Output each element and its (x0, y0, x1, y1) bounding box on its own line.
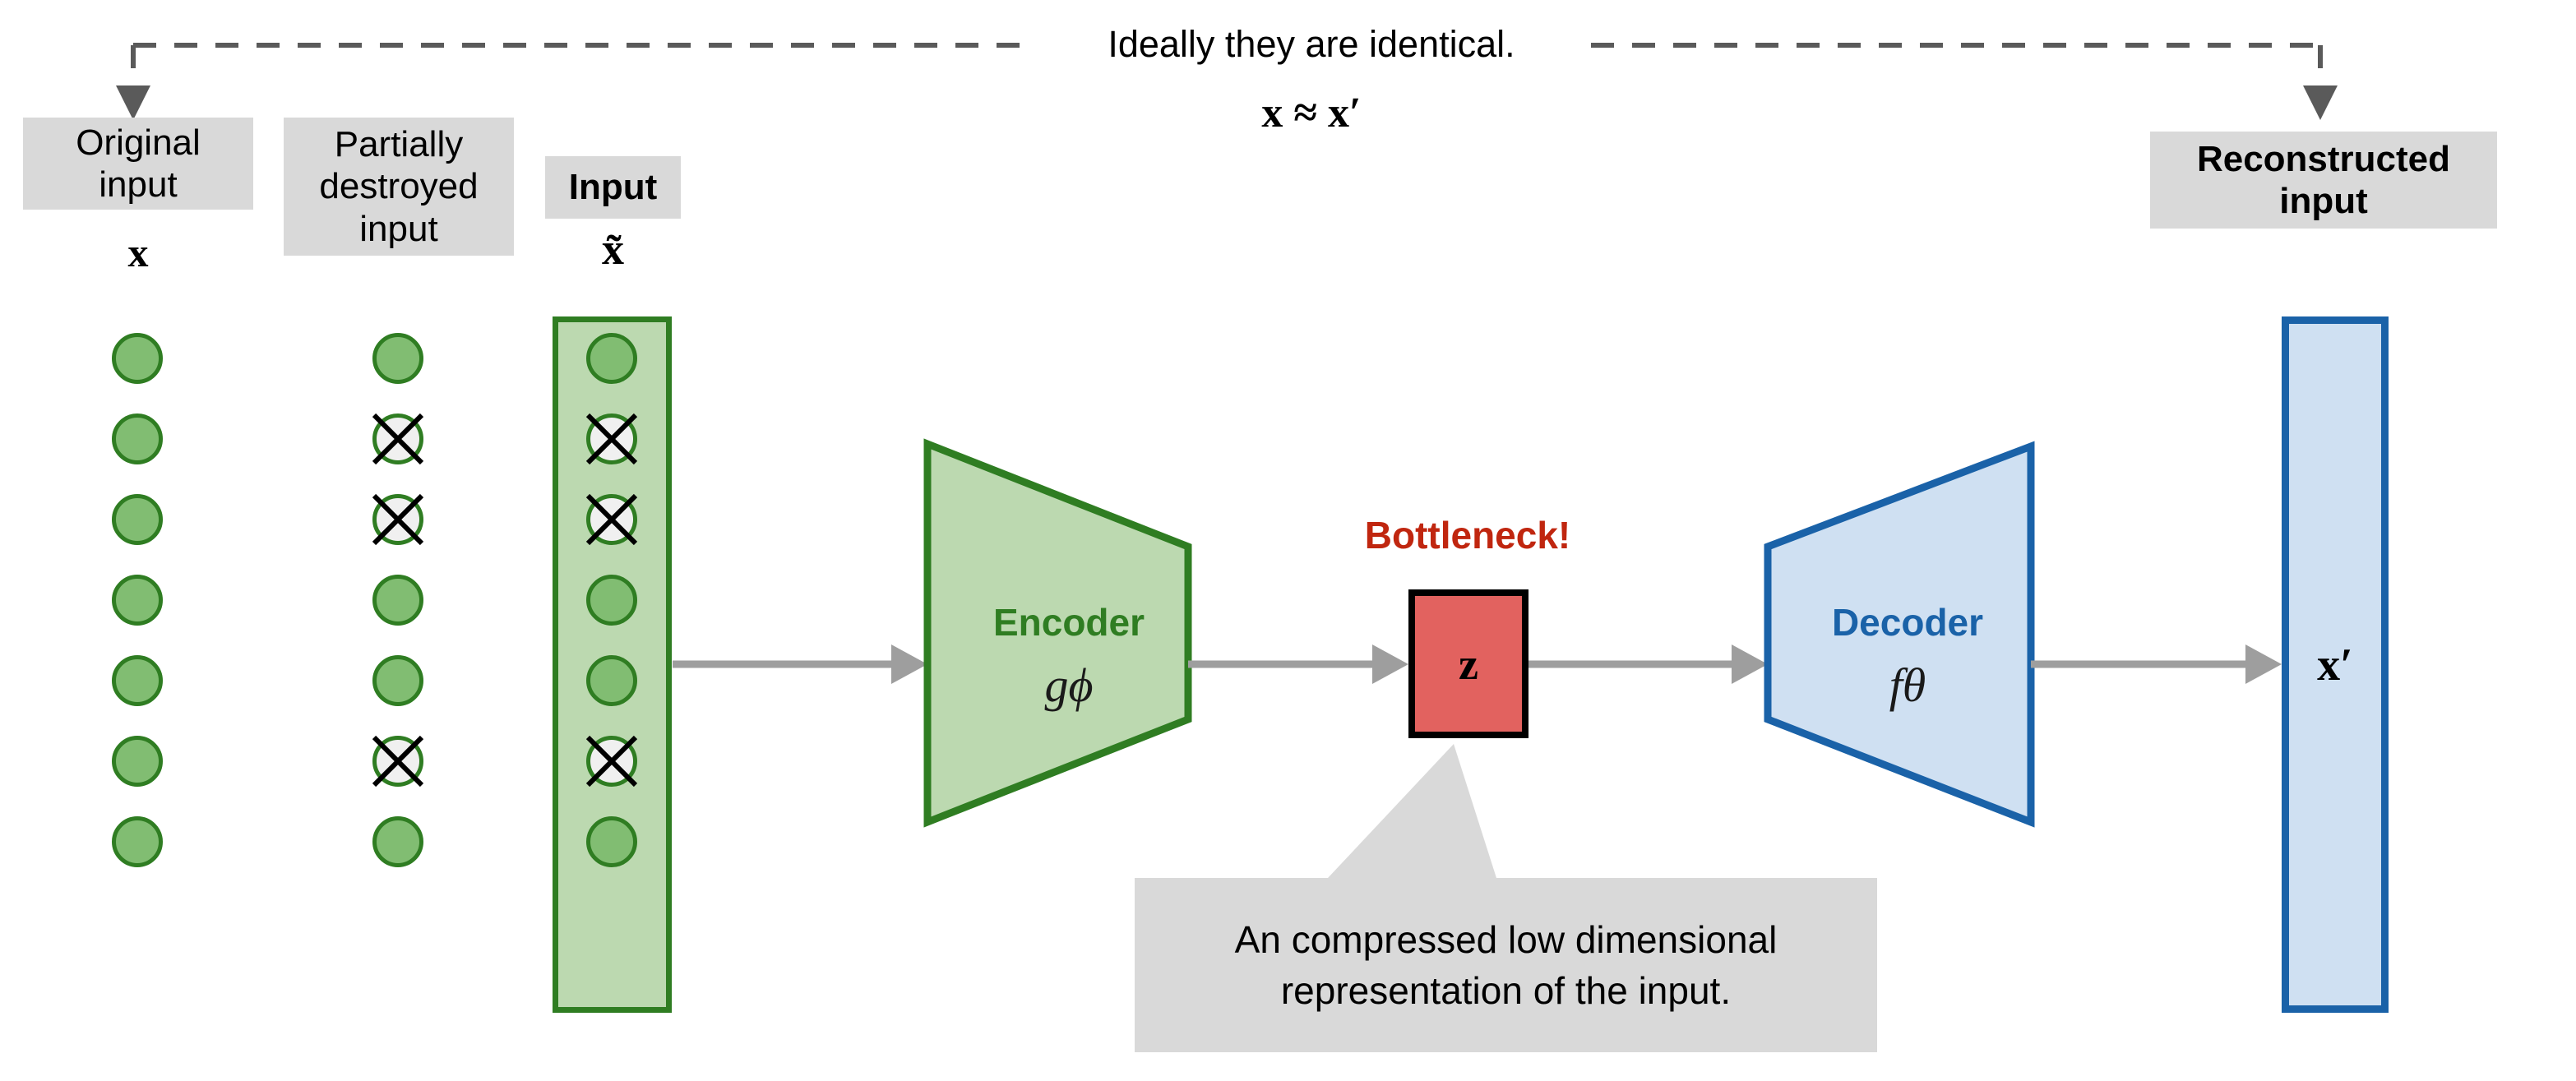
symbol-x-prime: x′ (2317, 639, 2353, 691)
callout-pointer (1328, 744, 1496, 878)
bottleneck-symbol: z (1459, 639, 1478, 689)
caption-partially-destroyed-label: Partially destroyed input (319, 124, 479, 249)
decoder-shape (1764, 441, 2035, 828)
encoder-title: Encoder (992, 601, 1145, 644)
bottleneck-callout: An compressed low dimensional representa… (1135, 878, 1877, 1052)
bottleneck-label: Bottleneck! (1364, 514, 1571, 557)
node-intact (112, 575, 163, 626)
node-intact (112, 413, 163, 464)
identity-note: Ideally they are identical. (1108, 23, 1515, 65)
node-intact (586, 816, 637, 867)
reconstructed-output-box: x′ (2282, 316, 2389, 1013)
node-destroyed (586, 736, 637, 787)
node-destroyed (372, 736, 423, 787)
symbol-x: x (127, 229, 149, 275)
node-intact (112, 333, 163, 384)
original-input-nodes (112, 333, 163, 867)
decoder-function: fθ (1889, 658, 1926, 712)
node-intact (586, 655, 637, 706)
caption-original-input-label: Original input (76, 122, 201, 205)
caption-partially-destroyed-input: Partially destroyed input (284, 118, 514, 256)
node-destroyed (372, 494, 423, 545)
node-intact (586, 333, 637, 384)
node-intact (372, 816, 423, 867)
node-intact (112, 494, 163, 545)
bottleneck-box: z (1408, 589, 1528, 738)
node-intact (372, 333, 423, 384)
callout-line-1: An compressed low dimensional (1234, 917, 1778, 961)
decoder-title: Decoder (1831, 601, 1984, 644)
input-nodes (586, 333, 637, 867)
node-destroyed (372, 413, 423, 464)
partially-destroyed-nodes (372, 333, 423, 867)
node-destroyed (586, 494, 637, 545)
node-intact (372, 655, 423, 706)
node-intact (112, 655, 163, 706)
caption-input-label: Input (568, 167, 658, 208)
caption-original-input: Original input (23, 118, 253, 210)
node-intact (112, 816, 163, 867)
caption-reconstructed-input-label: Reconstructed input (2196, 138, 2451, 221)
node-intact (112, 736, 163, 787)
encoder-function: gϕ (1044, 658, 1094, 712)
caption-reconstructed-input: Reconstructed input (2150, 132, 2497, 229)
node-intact (586, 575, 637, 626)
node-intact (372, 575, 423, 626)
caption-input: Input (545, 156, 681, 219)
node-destroyed (586, 413, 637, 464)
identity-equation: x ≈ x′ (1261, 90, 1362, 136)
dashed-identity-connector (116, 43, 2338, 120)
encoder-shape (923, 438, 1192, 828)
callout-line-2: representation of the input. (1280, 969, 1732, 1012)
symbol-x-tilde: x̃ (602, 224, 624, 274)
